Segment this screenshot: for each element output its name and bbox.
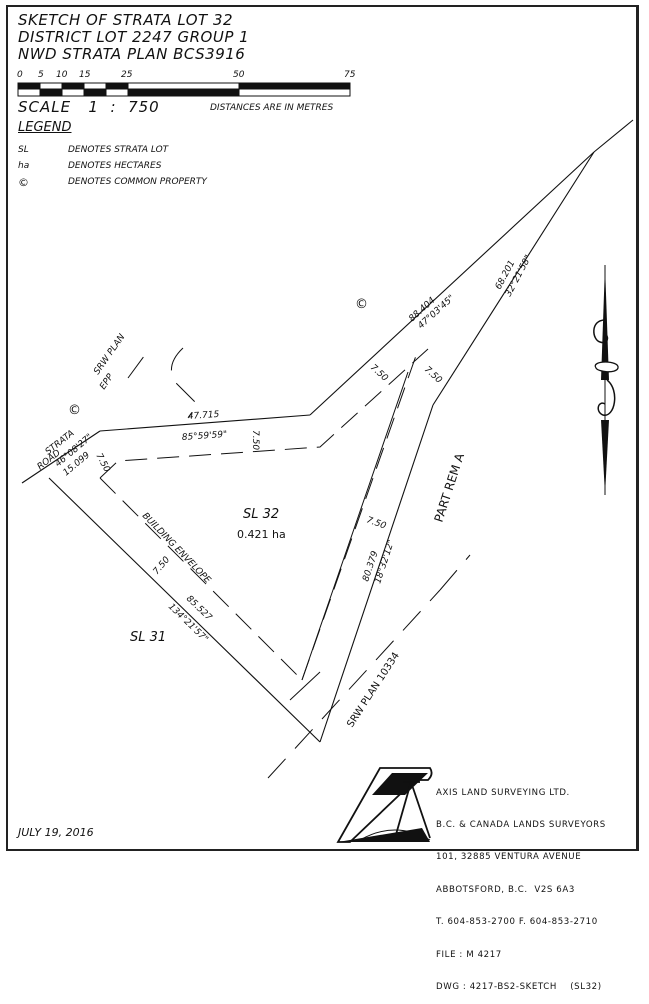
- plan-drawing: STRATA ROAD © © SRW PLAN EPP 47.715 85°5…: [17, 82, 634, 843]
- building-envelope-label: BUILDING ENVELOPE: [140, 511, 213, 586]
- common-property-icon: ©: [68, 403, 81, 418]
- north-distance: 47.715: [188, 410, 220, 422]
- setback-label: 7.50: [422, 365, 444, 386]
- lot-name-label: SL 32: [243, 507, 279, 522]
- legend-value: DENOTES STRATA LOT: [68, 145, 169, 155]
- company-line: FILE : M 4217: [436, 949, 502, 960]
- legend-value: DENOTES HECTARES: [68, 161, 162, 171]
- lot-boundaries: [21, 119, 634, 743]
- scale-tick: 10: [56, 70, 68, 80]
- units-note: DISTANCES ARE IN METRES: [210, 103, 334, 113]
- scale-tick: 5: [38, 70, 44, 80]
- scale-tick: 75: [344, 70, 356, 80]
- srw-plan-epp-label: SRW PLAN: [92, 332, 127, 377]
- scale-label: SCALE 1 : 750: [18, 98, 160, 116]
- srw-tick: [289, 671, 321, 701]
- north-bearing: 85°59'59": [182, 430, 228, 443]
- setback-label: 7.50: [250, 430, 260, 450]
- part-rem-label: PART REM A: [432, 451, 468, 524]
- company-logo-icon: [336, 767, 433, 843]
- scale-tick: 50: [233, 70, 245, 80]
- title-line-2: DISTRICT LOT 2247 GROUP 1: [18, 28, 250, 46]
- legend-value: DENOTES COMMON PROPERTY: [68, 177, 207, 187]
- company-name: AXIS LAND SURVEYING LTD.: [436, 787, 570, 798]
- legend-key: ha: [18, 161, 30, 171]
- company-line: ABBOTSFORD, B.C. V2S 6A3: [436, 884, 575, 895]
- title-line-1: SKETCH OF STRATA LOT 32: [18, 11, 234, 29]
- legend-key-copyright-icon: ©: [18, 176, 29, 189]
- legend-key: SL: [18, 145, 29, 155]
- title-line-3: NWD STRATA PLAN BCS3916: [18, 45, 246, 63]
- lot-area-label: 0.421 ha: [237, 528, 286, 541]
- scale-tick: 25: [121, 70, 133, 80]
- company-line: B.C. & CANADA LANDS SURVEYORS: [436, 819, 606, 830]
- date-label: JULY 19, 2016: [18, 826, 94, 839]
- scale-bar: [17, 82, 351, 97]
- common-property-icon: ©: [355, 297, 368, 312]
- company-line: DWG : 4217-BS2-SKETCH (SL32): [436, 981, 602, 992]
- scale-tick: 15: [79, 70, 91, 80]
- setback-label: 7.50: [368, 363, 390, 384]
- company-line: T. 604-853-2700 F. 604-853-2710: [436, 917, 598, 928]
- srw-plan-lines: [127, 347, 471, 779]
- company-line: 101, 32885 VENTURA AVENUE: [436, 852, 582, 863]
- company-info: AXIS LAND SURVEYING LTD. B.C. & CANADA L…: [436, 766, 606, 1004]
- building-envelope: [99, 348, 429, 681]
- setback-label: 7.50: [365, 515, 388, 531]
- neighbor-lot-label: SL 31: [130, 630, 166, 645]
- scale-tick: 0: [17, 70, 23, 80]
- srw-plan-10334-label: SRW PLAN 10334: [345, 651, 402, 730]
- drawing-frame: [6, 5, 639, 851]
- legend-title: LEGEND: [18, 120, 72, 135]
- setback-label: 7.50: [152, 555, 173, 577]
- setback-label: 7.50: [93, 452, 111, 475]
- north-arrow-icon: [593, 265, 619, 495]
